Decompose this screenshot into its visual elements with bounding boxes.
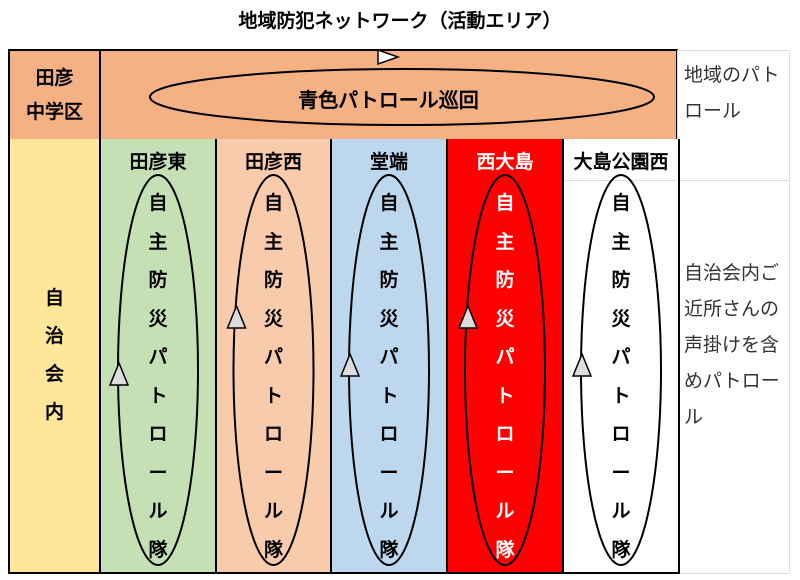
side-label-text: 自治会内 [44,287,64,423]
team-label-char: ト [263,384,283,407]
arrow-icon [571,352,593,377]
team-label-char: 防 [611,269,631,291]
team-label-char: ロ [495,423,515,445]
team-label-char: ト [379,384,399,407]
team-label-char: ロ [263,423,283,445]
team-loop [464,174,546,566]
team-label-char: パ [379,346,399,368]
team-loop [348,174,430,566]
arrow-icon [108,361,130,386]
team-label-char: 隊 [379,538,399,561]
team-label-char: 主 [495,230,515,253]
arrow-icon [339,352,361,377]
right-note-cell: 自治会内ご近所さんの声掛けを含めパトロール [677,180,790,574]
team-label-char: 防 [495,269,515,291]
team-label-char: 隊 [611,538,631,561]
team-label-char: ト [148,384,168,407]
team-label-char: 自 [495,192,515,214]
district-name: 田彦東 [129,151,187,173]
team-label-char: 主 [263,230,283,253]
team-label-char: ー [495,461,515,484]
area-label: 田彦 中学区 [25,67,83,123]
district-name: 西大島 [476,151,534,173]
team-label-char: パ [495,346,515,368]
team-label-char: 主 [611,230,631,253]
team-label-char: 自 [611,192,631,214]
team-label-char: 自 [148,192,168,214]
team-label-char: ル [148,500,168,522]
team-label-char: 自 [379,192,399,214]
right-note: 自治会内ご近所さんの声掛けを含めパトロール [684,262,780,428]
team-label-char: 主 [148,230,168,253]
patrol-label: 青色パトロール巡回 [298,88,479,112]
team-label-char: ル [379,500,399,522]
arrow-icon [226,304,247,329]
district-name: 堂端 [369,151,408,173]
team-label-char: ル [611,500,631,522]
team-label-char: 隊 [263,538,283,561]
team-label-char: 災 [495,307,515,330]
team-label-char: ト [611,384,631,407]
team-label-char: 災 [379,307,399,330]
team-label: 自主防災パトロール隊 [217,184,330,569]
team-label-char: ー [379,461,399,484]
team-label-char: 防 [379,269,399,291]
team-label: 自主防災パトロール隊 [101,184,215,569]
team-label-char: ー [611,461,631,484]
team-label-char: 隊 [495,538,515,561]
team-label-char: パ [611,346,631,368]
team-label-char: ル [263,500,283,522]
arrow-icon [457,304,479,329]
team-label-char: 主 [379,230,399,253]
team-loop [232,174,315,566]
team-label-char: ル [495,500,515,522]
patrol-loop [149,68,655,126]
district-name: 田彦西 [244,151,302,173]
team-label: 自主防災パトロール隊 [332,184,446,569]
arrow-icon [377,48,401,66]
team-label-char: ロ [611,423,631,445]
divider [564,180,676,181]
team-label: 自主防災パトロール隊 [564,184,678,569]
team-label-char: 防 [263,269,283,291]
team-label-char: 災 [263,307,283,330]
team-label-char: 自 [263,192,283,214]
diagram-title: 地域防犯ネットワーク（活動エリア） [238,10,562,32]
district-name: 大島公園西 [573,151,669,173]
team-label-char: 災 [148,307,168,330]
team-label-char: ー [148,461,168,484]
team-loop [117,174,199,566]
team-label-char: ト [495,384,515,407]
side-label: 自治会内 [10,279,99,431]
team-label-char: 防 [148,269,168,291]
top-note: 地域のパトロール [684,64,780,122]
team-label-char: ロ [148,423,168,445]
team-label-char: ロ [379,423,399,445]
team-label-char: 災 [611,307,631,330]
team-label-char: ー [263,461,283,484]
team-label-char: パ [263,346,283,368]
team-label-char: パ [148,346,168,368]
team-label: 自主防災パトロール隊 [448,184,562,569]
team-loop [580,174,662,566]
team-label-char: 隊 [148,538,168,561]
